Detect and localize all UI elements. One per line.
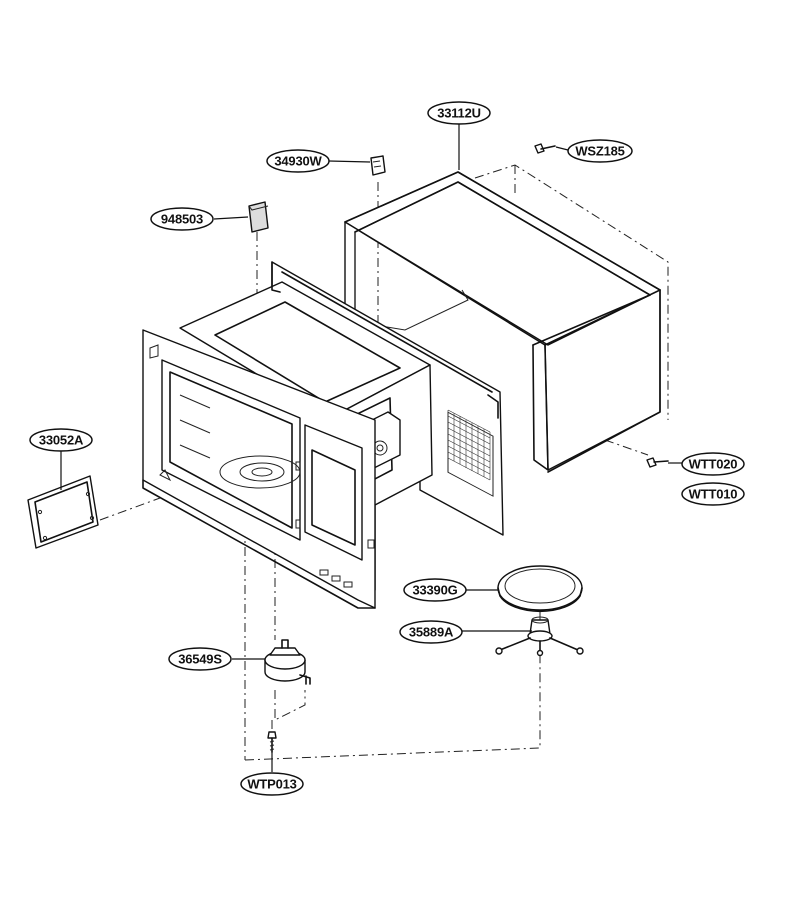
glass-tray-part [497, 565, 583, 613]
part-label: 35889A [409, 625, 454, 640]
part-label: 33390G [412, 583, 457, 598]
part-label: 33112U [437, 106, 481, 121]
leader-lines [60, 124, 682, 772]
part-label: WTT020 [689, 457, 738, 472]
turntable-motor-part [264, 639, 311, 685]
screw-wtp013 [267, 731, 277, 753]
part-label: WTT010 [689, 487, 738, 502]
part-label: 33052A [39, 433, 84, 448]
screw-wsz185 [534, 143, 556, 154]
part-tag-35889a: 35889A [399, 620, 463, 644]
foam-pad-part [248, 201, 269, 233]
screw-wtt020 [646, 457, 669, 468]
part-tag-34930w: 34930W [266, 149, 330, 173]
oven-cavity-chassis [142, 261, 504, 609]
part-tag-wsz185: WSZ185 [567, 139, 633, 163]
vent-grille [447, 409, 491, 481]
part-label: 34930W [274, 154, 322, 169]
switch-clip-part [370, 155, 386, 176]
part-tag-wtt020: WTT020 [681, 452, 745, 476]
part-label: 948503 [161, 212, 203, 227]
part-tag-36549s: 36549S [168, 647, 232, 671]
part-tag-33052a: 33052A [29, 428, 93, 452]
part-label: 36549S [178, 652, 222, 667]
roller-support-part [495, 616, 584, 657]
part-tag-948503: 948503 [150, 207, 214, 231]
part-tag-33390g: 33390G [403, 578, 467, 602]
part-tag-wtt010: WTT010 [681, 482, 745, 506]
part-label: WSZ185 [575, 144, 624, 159]
part-label: WTP013 [247, 777, 296, 792]
cover-plate-part [27, 475, 99, 549]
part-tag-33112u: 33112U [427, 101, 491, 125]
part-tag-wtp013: WTP013 [240, 772, 304, 796]
